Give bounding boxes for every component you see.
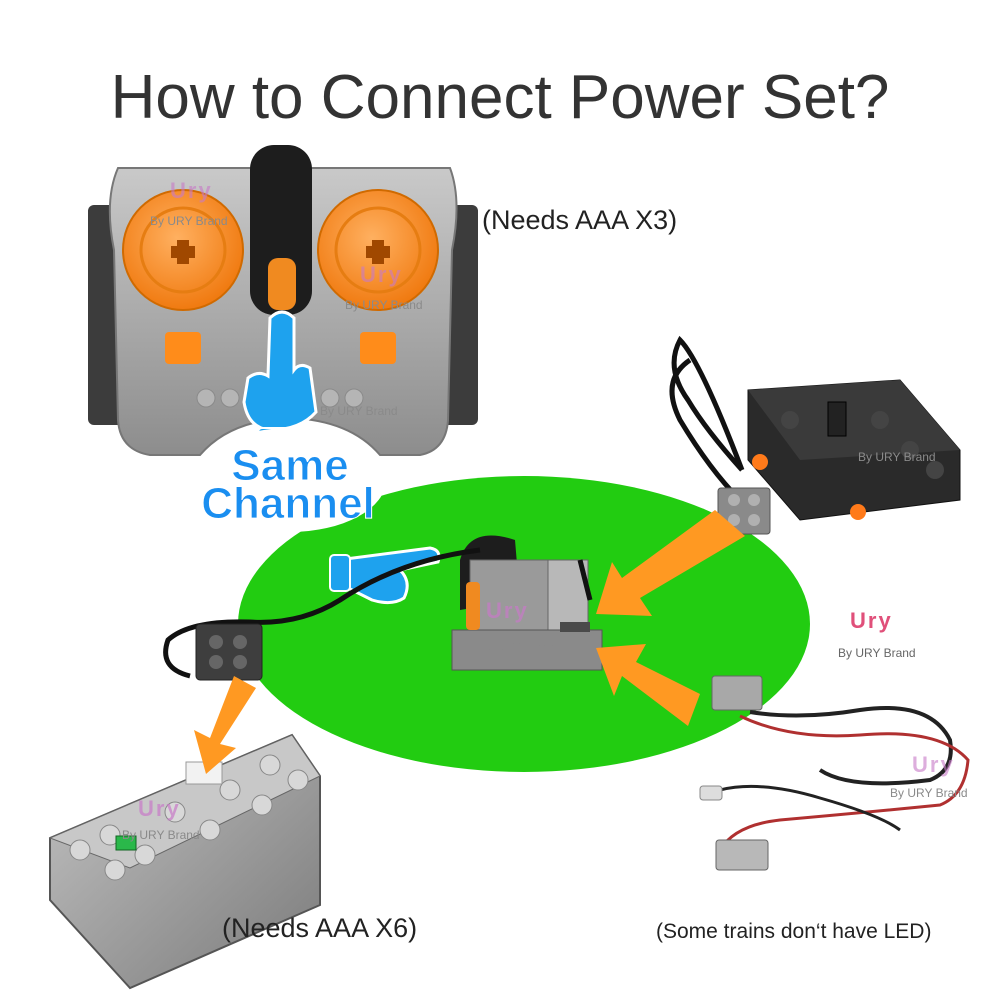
battery-box-note: (Needs AAA X6) <box>222 913 418 943</box>
same-channel-line2: Channel <box>201 479 375 528</box>
watermark-text: By URY Brand <box>150 214 228 228</box>
watermark-text: By URY Brand <box>478 640 556 654</box>
page-title: How to Connect Power Set? <box>110 63 890 132</box>
watermark-logo: Ury <box>912 752 955 777</box>
watermark-text: By URY Brand <box>858 450 936 464</box>
same-channel-line1: Same <box>231 441 348 490</box>
battery-box <box>48 733 321 990</box>
ir-receiver <box>451 535 603 671</box>
led-note: (Some trains don‘t have LED) <box>656 920 932 943</box>
arrow-motor-to-receiver <box>596 510 745 616</box>
watermark-text: By URY Brand <box>838 646 916 660</box>
watermark-logo: Ury <box>170 178 213 203</box>
watermark-text: By URY Brand <box>122 828 200 842</box>
watermark-logo: Ury <box>486 598 529 623</box>
watermark-text: By URY Brand <box>345 298 423 312</box>
arrow-receiver-to-battery <box>194 676 256 774</box>
watermark-text: By URY Brand <box>890 786 968 800</box>
remote-battery-note: (Needs AAA X3) <box>482 205 678 235</box>
watermark-logo: Ury <box>360 262 403 287</box>
arrow-led-to-receiver <box>596 644 700 726</box>
train-motor <box>717 379 961 535</box>
watermark-logo: Ury <box>850 608 893 633</box>
led-light-cable <box>699 675 970 871</box>
motor-cable-loop <box>671 335 745 472</box>
watermark-text: By URY Brand <box>320 404 398 418</box>
receiver-wire <box>163 547 481 679</box>
connector-plug <box>195 623 263 681</box>
same-channel-bubble <box>194 428 386 532</box>
watermark-logo: Ury <box>138 796 181 821</box>
